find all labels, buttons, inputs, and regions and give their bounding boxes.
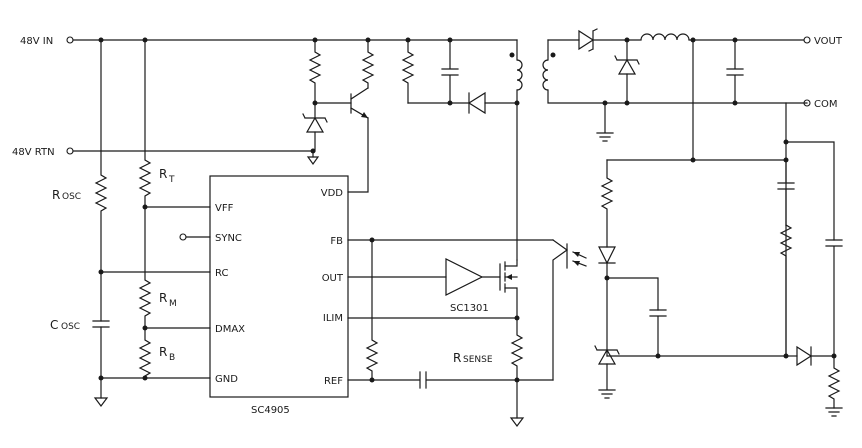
cosc-capacitor: [92, 269, 110, 407]
rt-label-main: R: [159, 167, 167, 181]
port-vout-terminal: [803, 36, 811, 44]
driver-name-label: SC1301: [450, 303, 489, 314]
forward-diode: [547, 28, 642, 52]
port-48v-in-terminal: [66, 36, 74, 44]
rt-resistor: [138, 39, 152, 210]
sc4905-ic-body: [209, 175, 349, 398]
rt-label-sub: T: [168, 175, 175, 185]
ic-pin-rc: RC: [215, 268, 228, 279]
ic-pin-ref: REF: [324, 376, 343, 387]
cosc-label-sub: OSC: [61, 322, 80, 332]
snubber-resistor: [401, 39, 415, 104]
ic-left-wiring: [100, 206, 211, 379]
output-side-diode: [785, 345, 843, 417]
transformer-secondary: [542, 39, 808, 104]
rosc-label-main: R: [52, 188, 60, 202]
shunt-regulator: [594, 345, 620, 399]
feedback-capacitor: [777, 159, 795, 226]
secondary-ground: [596, 100, 614, 142]
optocoupler-phototransistor: [566, 243, 587, 269]
output-inductor: [640, 33, 805, 43]
port-48v-rtn-terminal: [66, 147, 74, 155]
rb-label-sub: B: [169, 353, 175, 363]
transformer-primary: [509, 39, 523, 261]
output-capacitor: [726, 39, 744, 106]
ref-capacitor: [347, 371, 554, 389]
rb-resistor: [138, 327, 152, 381]
ic-pin-sync: SYNC: [215, 233, 242, 244]
ic-pin-ilim: ILIM: [323, 313, 343, 324]
vout-sense-line: [606, 39, 835, 357]
rsense-resistor: [509, 317, 525, 427]
port-vout-label: VOUT: [814, 36, 843, 47]
feedback-resistor: [779, 224, 793, 357]
rm-resistor: [138, 206, 152, 331]
startup-collector-resistor: [361, 39, 375, 89]
rosc-resistor: [94, 39, 108, 273]
sc1301-driver: [347, 258, 501, 296]
rb-label-main: R: [159, 345, 167, 359]
ic-pin-gnd: GND: [215, 374, 238, 385]
ic-name-label: SC4905: [251, 405, 290, 416]
rosc-label-sub: OSC: [62, 192, 81, 202]
fb-ref-resistor: [365, 239, 379, 383]
rsense-label-sub: SENSE: [463, 355, 493, 365]
cosc-label-main: C: [50, 318, 58, 332]
port-com-label: COM: [814, 99, 837, 110]
optocoupler-led: [598, 246, 667, 359]
freewheel-diode: [614, 39, 640, 106]
port-48v-in-label: 48V IN: [20, 36, 53, 47]
output-side-capacitor: [825, 239, 843, 357]
rsense-label-main: R: [453, 351, 461, 365]
snubber-diode: [467, 91, 520, 115]
primary-mosfet: [499, 259, 518, 319]
port-48v-rtn-label: 48V RTN: [12, 147, 55, 158]
ic-pin-vff: VFF: [215, 203, 234, 214]
ic-pin-dmax: DMAX: [215, 324, 245, 335]
snubber-capacitor: [441, 39, 459, 106]
opto-led-resistor: [600, 159, 614, 248]
ic-pin-vdd: VDD: [321, 188, 344, 199]
ic-pin-out: OUT: [322, 273, 344, 284]
startup-bias-resistor: [308, 39, 322, 106]
startup-zener-diode: [302, 102, 328, 166]
ilim-connection: [347, 315, 520, 321]
startup-npn-transistor: [314, 87, 369, 193]
ic-pin-fb: FB: [330, 236, 343, 247]
rm-label-main: R: [159, 291, 167, 305]
rm-label-sub: M: [169, 299, 177, 309]
